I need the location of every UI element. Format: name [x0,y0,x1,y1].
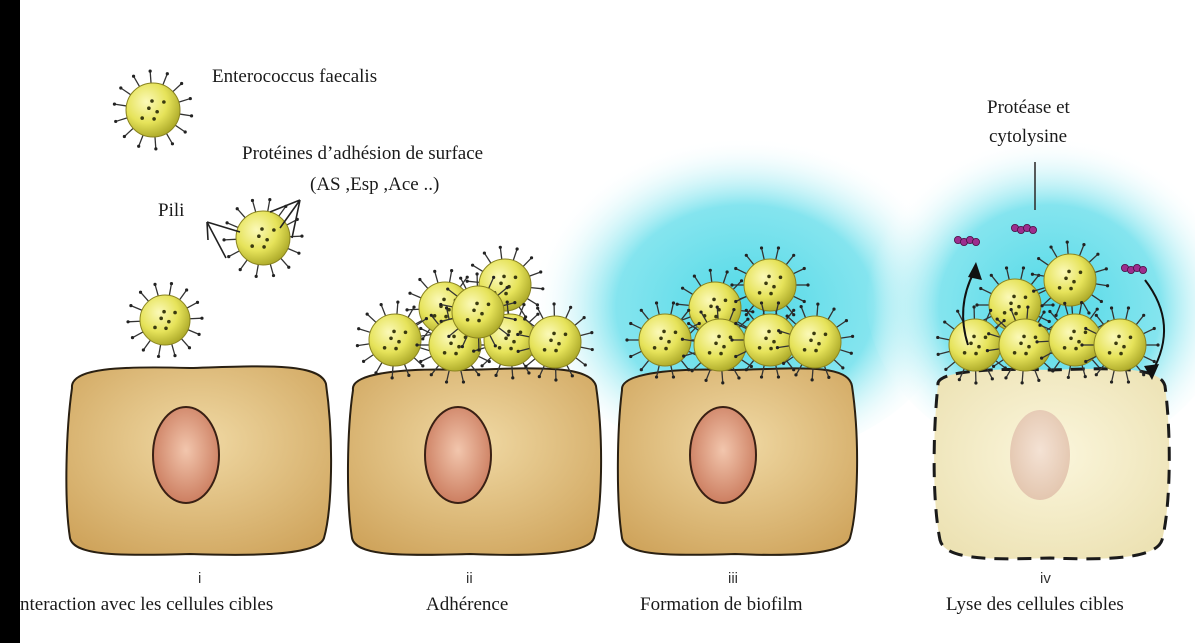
stage-4-caption: Lyse des cellules cibles [946,594,1124,616]
stage-1-numeral: i [198,570,201,587]
stage-2-caption: Adhérence [426,594,508,616]
stage-1-caption: nteraction avec les cellules cibles [20,594,273,616]
pili-label: Pili [158,200,184,222]
bacterium-legend [113,70,193,151]
nucleus-stage-4 [1010,410,1070,500]
stage-2-numeral: ii [466,570,473,587]
host-cell-stage-4-lysed [934,369,1169,559]
adhesion-proteins-label: Protéines d’adhésion de surface [242,143,483,165]
nucleus-stage-1 [153,407,219,503]
stage-3-caption: Formation de biofilm [640,594,803,616]
bacterium-stage-1 [126,282,203,358]
stage-3-numeral: iii [728,570,738,587]
host-cell-stage-2 [348,368,601,555]
species-label: Enterococcus faecalis [212,66,377,88]
protease-label-line2: cytolysine [989,126,1067,148]
nucleus-stage-2 [425,407,491,503]
bacterium-pili-example [222,198,303,278]
host-cell-stage-1 [66,366,331,555]
nucleus-stage-3 [690,407,756,503]
host-cell-stage-3 [618,368,857,555]
stage-4-numeral: iv [1040,570,1051,587]
adhesion-proteins-examples: (AS ,Esp ,Ace ..) [310,174,439,196]
protease-label-line1: Protéase et [987,97,1070,119]
